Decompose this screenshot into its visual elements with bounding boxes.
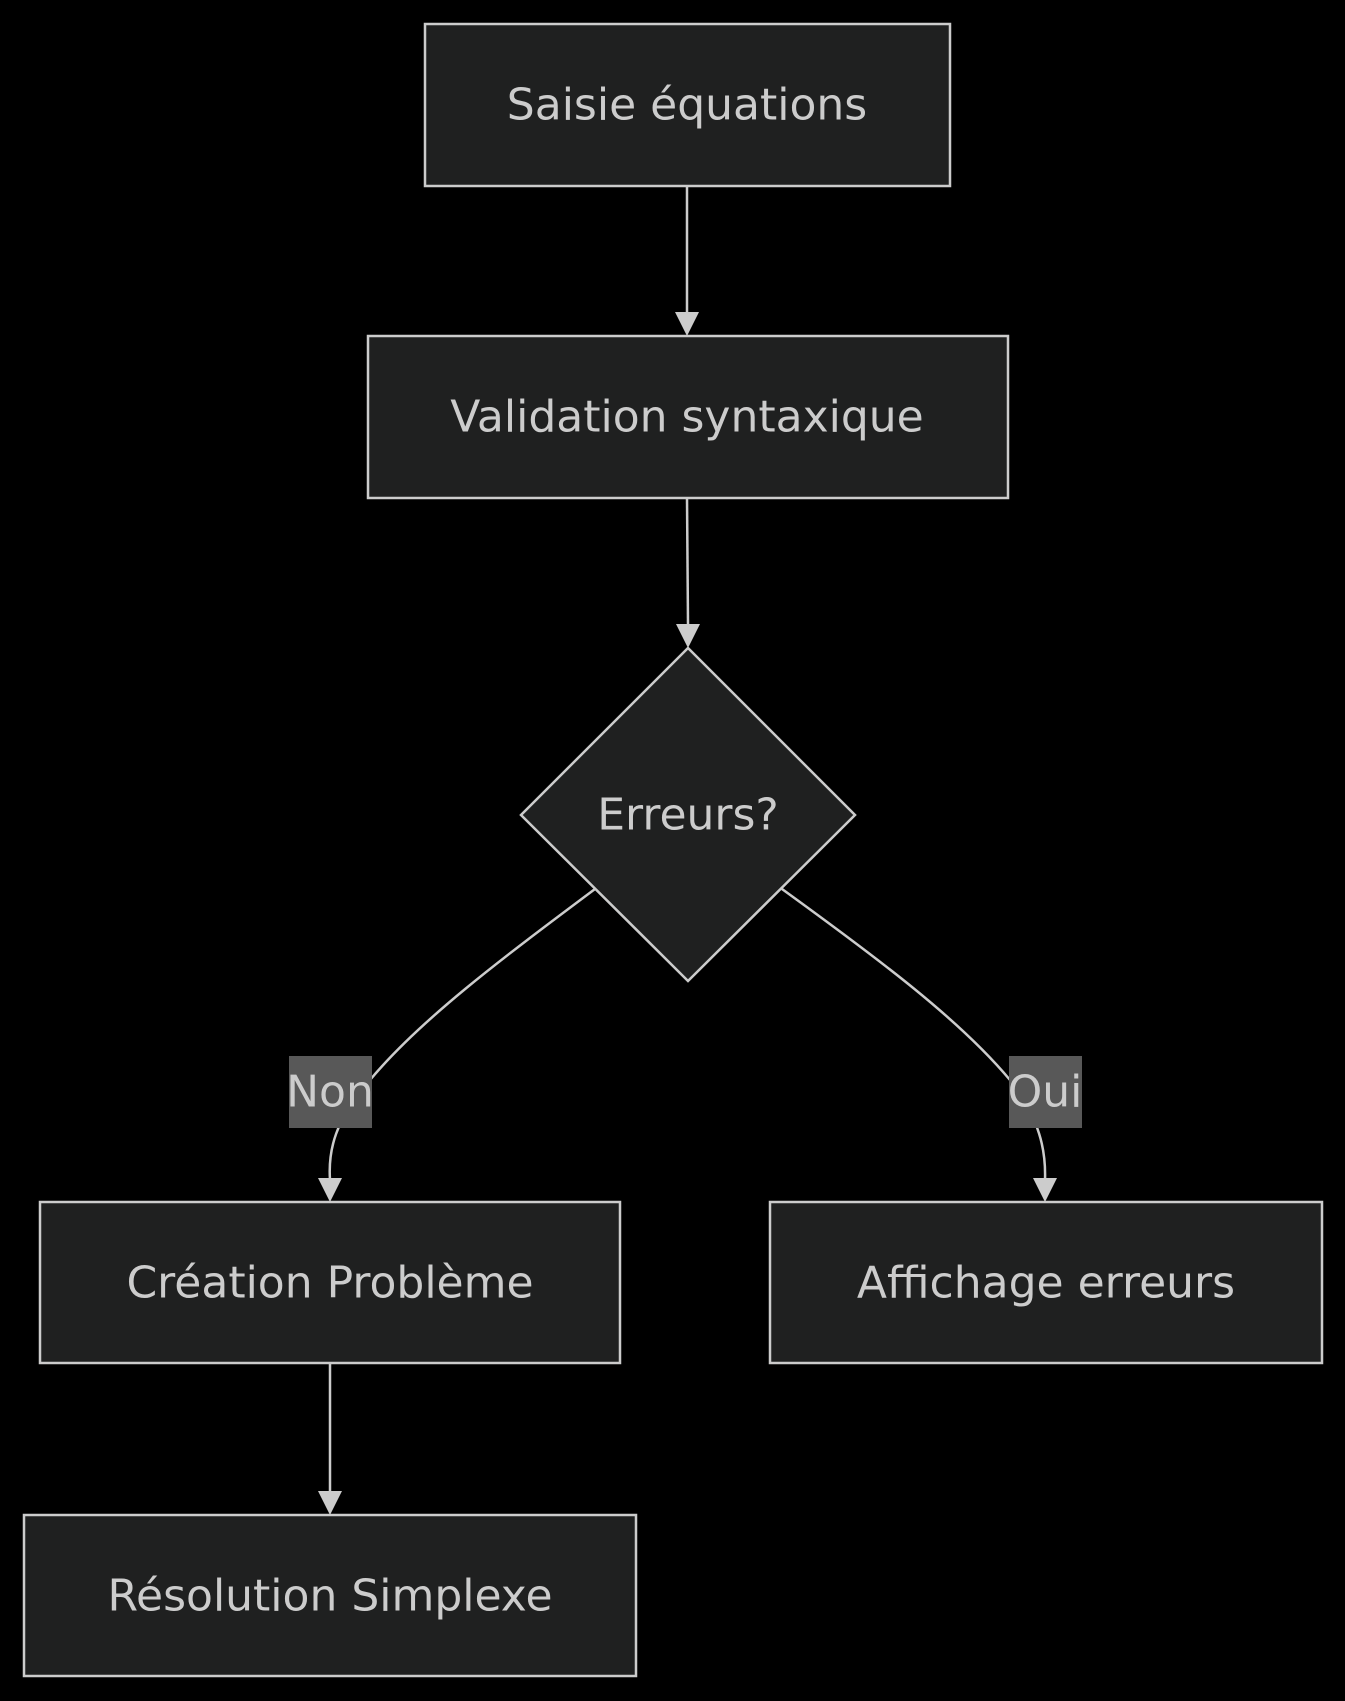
arrowhead-erreurs	[676, 624, 700, 648]
node-creation-box	[38, 1200, 622, 1365]
node-creation-label: Création Problème	[126, 1258, 533, 1309]
node-creation-probleme: Création Problème	[38, 1200, 622, 1365]
node-saisie-label: Saisie équations	[507, 80, 867, 131]
edge-label-oui-background	[1009, 1056, 1082, 1128]
node-validation-box	[366, 334, 1010, 500]
arrowhead-resolution	[318, 1491, 342, 1515]
node-validation-label: Validation syntaxique	[450, 392, 923, 443]
edge-label-non-background	[289, 1056, 372, 1128]
node-erreurs-diamond	[519, 646, 857, 983]
edges	[318, 187, 1057, 1515]
edge-erreurs-to-creation	[328, 887, 596, 1181]
edge-label-oui-text: Oui	[1008, 1067, 1083, 1118]
edge-label-non-text: Non	[286, 1067, 374, 1118]
node-affichage-erreurs: Affichage erreurs	[768, 1200, 1324, 1365]
node-saisie-equations: Saisie équations	[423, 22, 952, 188]
edge-label-oui: Oui	[1008, 1056, 1083, 1128]
edge-erreurs-to-affichage	[781, 887, 1047, 1181]
arrowhead-affichage	[1033, 1178, 1057, 1202]
node-affichage-box	[768, 1200, 1324, 1365]
node-validation-syntaxique: Validation syntaxique	[366, 334, 1010, 500]
node-erreurs-label: Erreurs?	[597, 790, 779, 841]
node-resolution-box	[22, 1513, 638, 1678]
node-affichage-label: Affichage erreurs	[857, 1258, 1235, 1309]
edge-label-non: Non	[286, 1056, 374, 1128]
node-resolution-label: Résolution Simplexe	[107, 1571, 552, 1622]
node-resolution-simplexe: Résolution Simplexe	[22, 1513, 638, 1678]
arrowhead-validation	[675, 312, 699, 336]
arrowhead-creation	[318, 1178, 342, 1202]
node-saisie-box	[423, 22, 952, 188]
node-erreurs-decision: Erreurs?	[519, 646, 857, 983]
edge-validation-to-erreurs	[685, 497, 690, 625]
